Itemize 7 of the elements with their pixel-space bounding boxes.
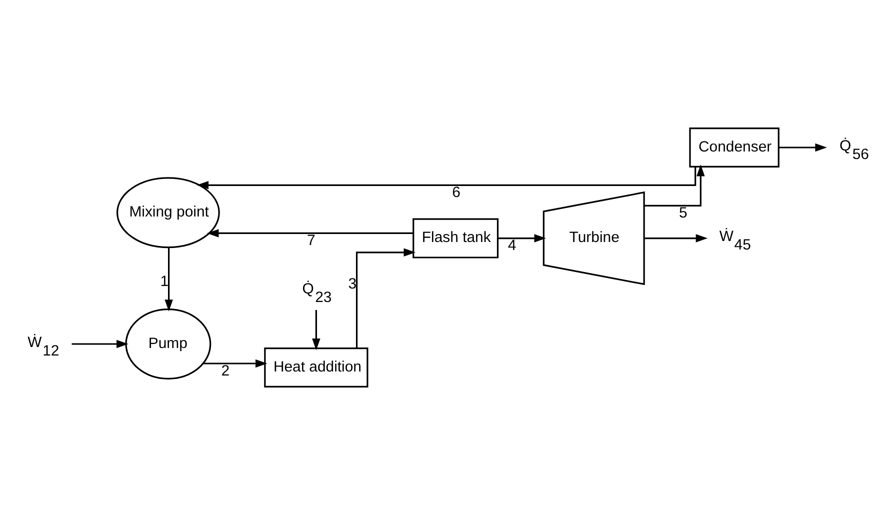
edge-label: 6	[452, 184, 460, 202]
edge-label: 3	[348, 275, 356, 292]
edge-label: 5	[678, 204, 687, 222]
edge-label: 2	[220, 362, 230, 380]
edge-label: 7	[306, 232, 315, 250]
edge-label: 4	[507, 237, 516, 254]
edge-label: 1	[160, 272, 168, 290]
